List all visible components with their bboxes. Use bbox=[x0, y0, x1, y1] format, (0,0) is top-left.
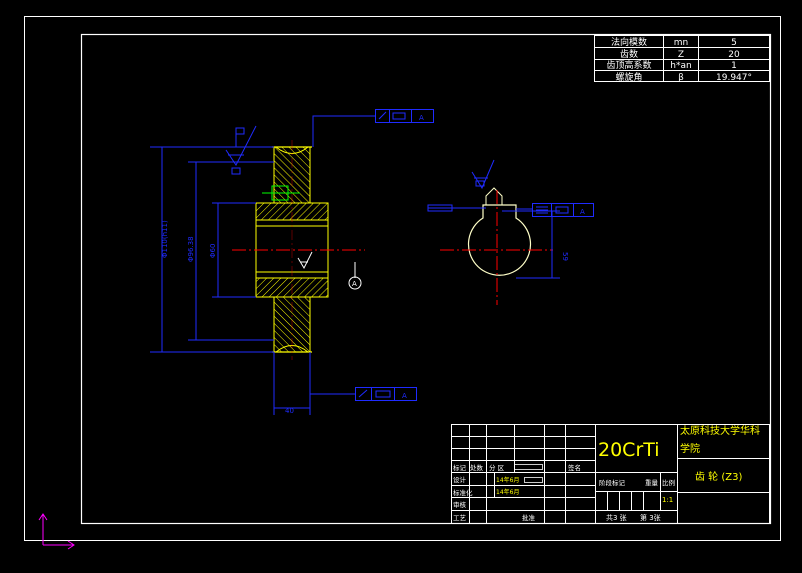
svg-text:40: 40 bbox=[285, 407, 294, 415]
tolerance-middle-datum: A bbox=[580, 208, 585, 216]
label-check: 审核 bbox=[453, 500, 467, 509]
gear-end-view: 59 bbox=[427, 159, 569, 305]
scale-text: 1:1 bbox=[662, 496, 673, 504]
label-weight: 重量 bbox=[645, 479, 659, 487]
label-process: 工艺 bbox=[453, 514, 467, 522]
label-design: 设计 bbox=[453, 475, 467, 484]
label-sign: 签名 bbox=[568, 463, 581, 472]
param-name: 齿数 bbox=[620, 48, 638, 60]
inner-drawing-border bbox=[80, 33, 772, 525]
datum-a-label: A bbox=[352, 280, 357, 288]
param-symbol: Z bbox=[678, 50, 684, 60]
material-text: 20CrTi bbox=[598, 439, 660, 461]
param-symbol: h*an bbox=[670, 61, 691, 71]
gear-parameter-table: 法向模数 mn 5 齿数 Z 20 齿顶高系数 h*an 1 螺旋角 β 19.947° bbox=[594, 35, 770, 83]
date-std: 14年6月 bbox=[496, 488, 519, 496]
tolerance-frame-top bbox=[375, 109, 434, 123]
label-zone: 分 区 bbox=[489, 463, 505, 472]
sheet-total-text: 共3 张 bbox=[606, 513, 627, 522]
date-design: 14年6月 bbox=[496, 476, 519, 484]
param-symbol: mn bbox=[674, 38, 688, 48]
school-line-2: 学院 bbox=[680, 442, 700, 455]
param-name: 螺旋角 bbox=[615, 71, 642, 83]
param-value: 1 bbox=[731, 61, 737, 71]
param-name: 齿顶高系数 bbox=[606, 59, 651, 71]
label-ratio: 比例 bbox=[662, 478, 675, 487]
svg-text:59: 59 bbox=[561, 252, 569, 261]
tolerance-top-datum: A bbox=[419, 114, 424, 122]
label-count: 处数 bbox=[470, 463, 484, 472]
part-name-text: 齿 轮 (Z3) bbox=[695, 470, 742, 483]
tolerance-frame-bottom bbox=[355, 387, 417, 401]
svg-text:Φ60: Φ60 bbox=[209, 244, 217, 258]
label-stage: 阶段标记 bbox=[599, 478, 626, 487]
tolerance-bottom-datum: A bbox=[402, 392, 407, 400]
svg-text:Φ96.38: Φ96.38 bbox=[187, 236, 195, 262]
param-value: 19.947° bbox=[716, 73, 752, 83]
ucs-icon bbox=[38, 513, 75, 550]
param-symbol: β bbox=[678, 73, 684, 83]
label-std: 标准化 bbox=[453, 488, 473, 497]
sheet-number-text: 第 3张 bbox=[640, 513, 661, 522]
svg-text:Φ110(h11): Φ110(h11) bbox=[161, 220, 169, 258]
param-value: 20 bbox=[728, 50, 740, 60]
label-approve: 批准 bbox=[522, 513, 536, 522]
param-value: 5 bbox=[731, 38, 737, 48]
school-line-1: 太原科技大学华科 bbox=[680, 424, 760, 437]
gear-section-view: Φ110(h11) Φ96.38 Φ60 40 A bbox=[150, 115, 375, 415]
outer-sheet-border bbox=[24, 16, 781, 541]
label-mark: 标记 bbox=[453, 463, 467, 472]
title-block: 标记 处数 分 区 签名 设计 标准化 审核 工艺 批准 阶段标记 重量 比例 … bbox=[451, 424, 770, 524]
tolerance-frame-middle bbox=[532, 203, 594, 217]
param-name: 法向模数 bbox=[611, 36, 647, 48]
